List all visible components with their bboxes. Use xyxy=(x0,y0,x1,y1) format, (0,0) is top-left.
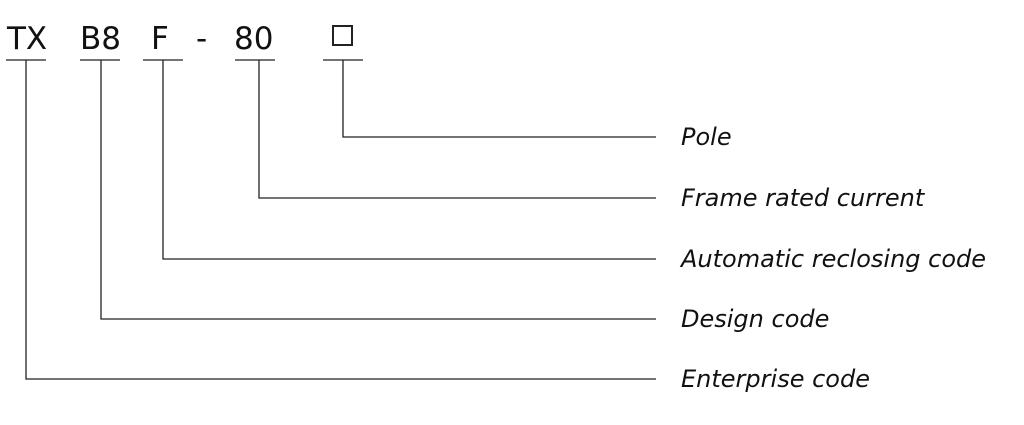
leader-design xyxy=(100,60,656,320)
code-current: 80 xyxy=(234,21,273,57)
label-design: Design code xyxy=(681,305,829,333)
leader-frame-current xyxy=(258,60,656,199)
label-pole: Pole xyxy=(681,123,732,151)
label-frame-current: Frame rated current xyxy=(681,184,926,212)
code-design: B8 xyxy=(80,21,121,57)
square-placeholder-icon xyxy=(332,25,353,46)
code-enterprise: TX xyxy=(6,21,47,57)
leader-pole xyxy=(342,60,656,138)
label-reclosing: Automatic reclosing code xyxy=(679,245,986,273)
label-enterprise: Enterprise code xyxy=(681,365,870,393)
leader-reclosing xyxy=(162,60,656,260)
leader-enterprise xyxy=(25,60,656,380)
code-reclosing: F xyxy=(151,21,169,57)
code-separator: - xyxy=(196,21,207,57)
